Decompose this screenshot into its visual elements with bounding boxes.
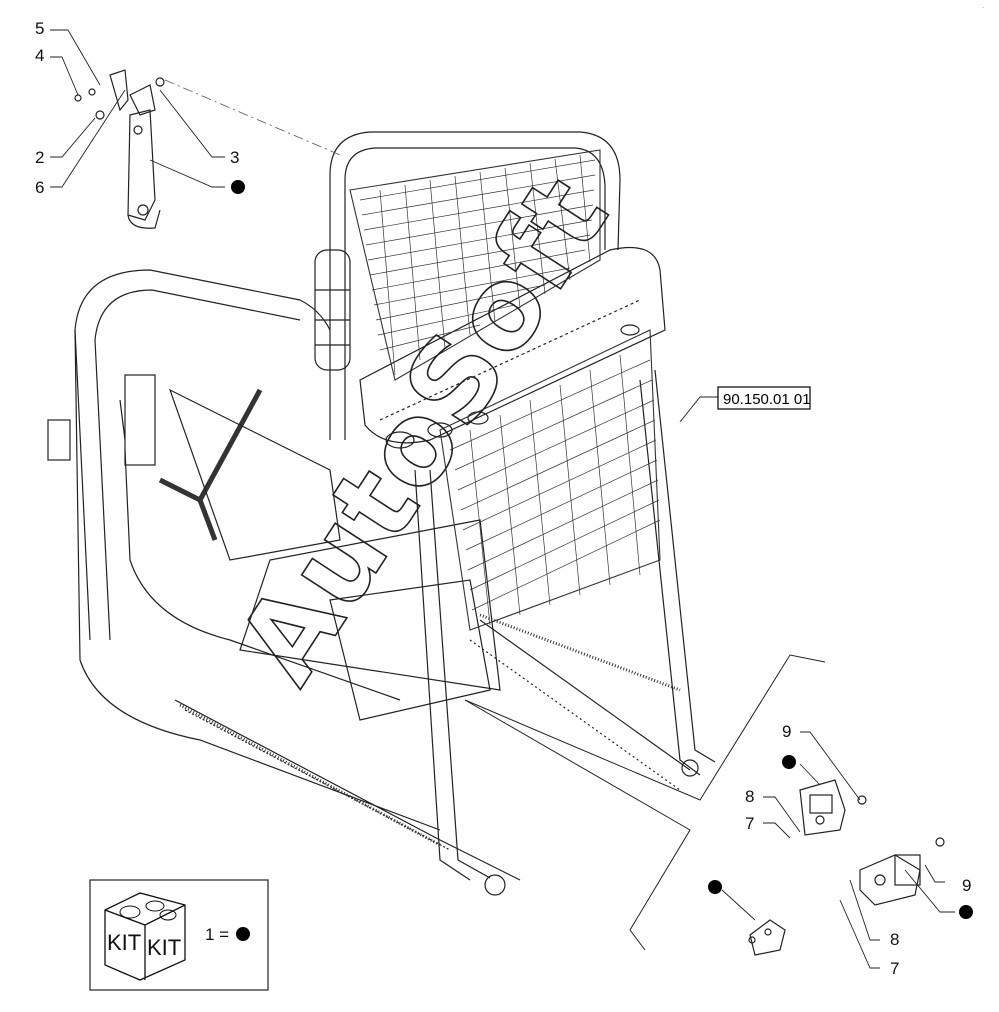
callouts-top-left	[50, 29, 225, 188]
cab-frame	[47, 131, 716, 896]
buckle-lower	[859, 837, 945, 906]
callout-5: 5	[35, 19, 44, 38]
rack-strip	[179, 613, 681, 847]
kit-dot-tongue	[708, 880, 722, 894]
kit-legend-dot	[236, 927, 250, 941]
kit-legend: KIT KIT 1 =	[89, 879, 269, 991]
kit-legend-text: 1 =	[205, 925, 229, 944]
reference-leader	[679, 396, 718, 423]
callout-8-lower: 8	[890, 930, 899, 949]
seat-belt-anchor	[74, 69, 165, 229]
callout-9-upper: 9	[782, 722, 791, 741]
projection-line	[164, 79, 341, 156]
callout-9-lower: 9	[962, 876, 971, 895]
kit-dot-lower-buckle	[959, 905, 973, 919]
kit-label-right: KIT	[147, 935, 181, 960]
kit-dot-top	[231, 180, 245, 194]
reference-box	[717, 386, 811, 410]
callout-4: 4	[35, 46, 44, 65]
corner-mark: ·	[982, 4, 984, 12]
callout-7-lower: 7	[890, 959, 899, 978]
callout-8-upper: 8	[745, 787, 754, 806]
kit-dot-upper-buckle	[782, 755, 796, 769]
callout-2: 2	[35, 148, 44, 167]
callout-6: 6	[35, 178, 44, 197]
buckle-tongue	[748, 919, 786, 956]
mesh-screen	[349, 149, 661, 631]
kit-label-left: KIT	[107, 930, 141, 955]
leader-lines	[464, 654, 826, 951]
watermark: AutoSoft	[214, 154, 635, 705]
callout-3: 3	[230, 148, 239, 167]
callout-7-upper: 7	[745, 814, 754, 833]
buckle-upper	[799, 779, 867, 836]
callouts-bottom-right	[721, 731, 955, 969]
reference-label: 90.150.01 01	[723, 391, 811, 408]
